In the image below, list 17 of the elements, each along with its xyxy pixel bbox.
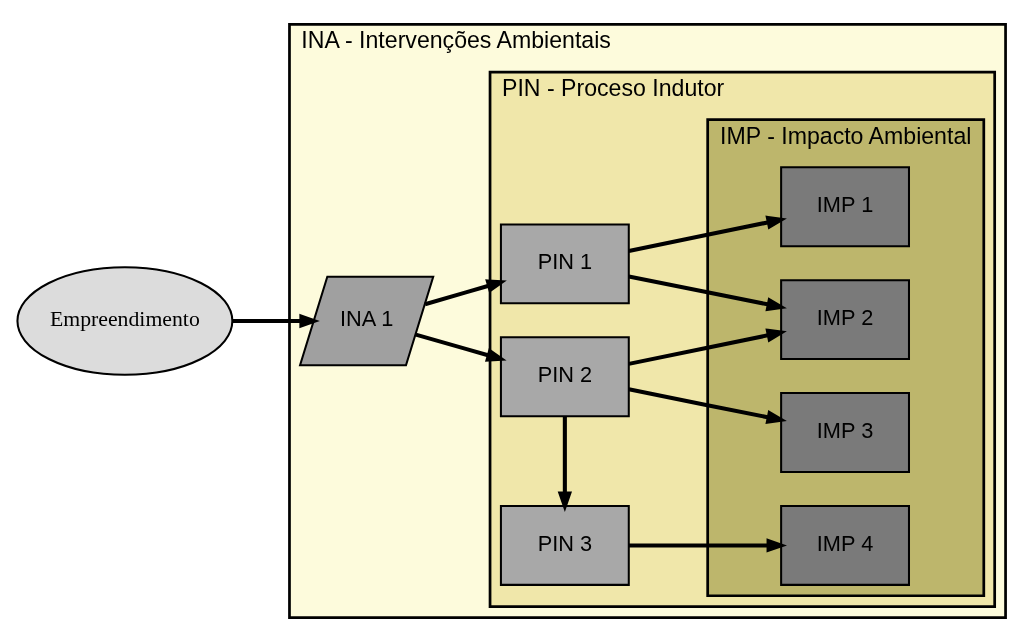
node-box: IMP 2 <box>779 279 910 361</box>
arrow <box>627 215 787 253</box>
node-box: PIN 1 <box>499 223 630 305</box>
arrow <box>627 387 787 425</box>
node-box: PIN 2 <box>499 336 630 418</box>
node-box: IMP 1 <box>779 166 910 248</box>
node-ellipse: Empreendimento <box>15 266 233 376</box>
arrow <box>627 328 787 366</box>
node-box: IMP 4 <box>779 504 910 586</box>
node-box: PIN 3 <box>499 504 630 586</box>
arrow <box>627 274 787 312</box>
node-box: IMP 3 <box>779 392 910 473</box>
arrow <box>628 538 787 553</box>
arrow <box>414 332 507 362</box>
arrow <box>232 313 320 329</box>
arrow <box>557 416 572 513</box>
arrow <box>424 279 507 307</box>
